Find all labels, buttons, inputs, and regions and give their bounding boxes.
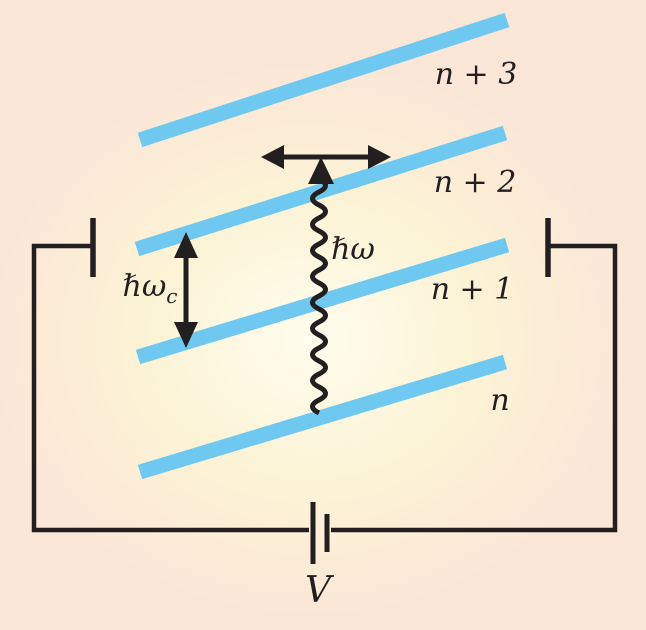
cyclotron-arrow-up-head [174,232,198,258]
cyclotron-energy-subscript: c [166,284,178,308]
label-level-n3: n + 3 [434,57,518,92]
right-circuit-wire [331,243,618,533]
left-circuit-wire [31,243,309,533]
landau-level-line-n3 [137,12,510,148]
label-photon-energy: ℏω [331,232,375,267]
landau-level-line-n1 [135,237,510,365]
cyclotron-energy-main: ℏω [122,269,167,304]
label-level-n: n [490,383,510,418]
landau-level-line-n [137,354,508,480]
label-voltage: V [305,570,331,611]
label-level-n2: n + 2 [433,165,517,200]
horizontal-arrow-right-head [368,145,391,169]
label-cyclotron-energy: ℏωc [122,269,178,308]
horizontal-arrow-left-head [261,145,284,169]
photon-arrow-head [308,157,334,184]
label-level-n1: n + 1 [430,272,514,307]
cyclotron-arrow-down-head [174,322,198,348]
photon-wavy-line [310,176,328,416]
